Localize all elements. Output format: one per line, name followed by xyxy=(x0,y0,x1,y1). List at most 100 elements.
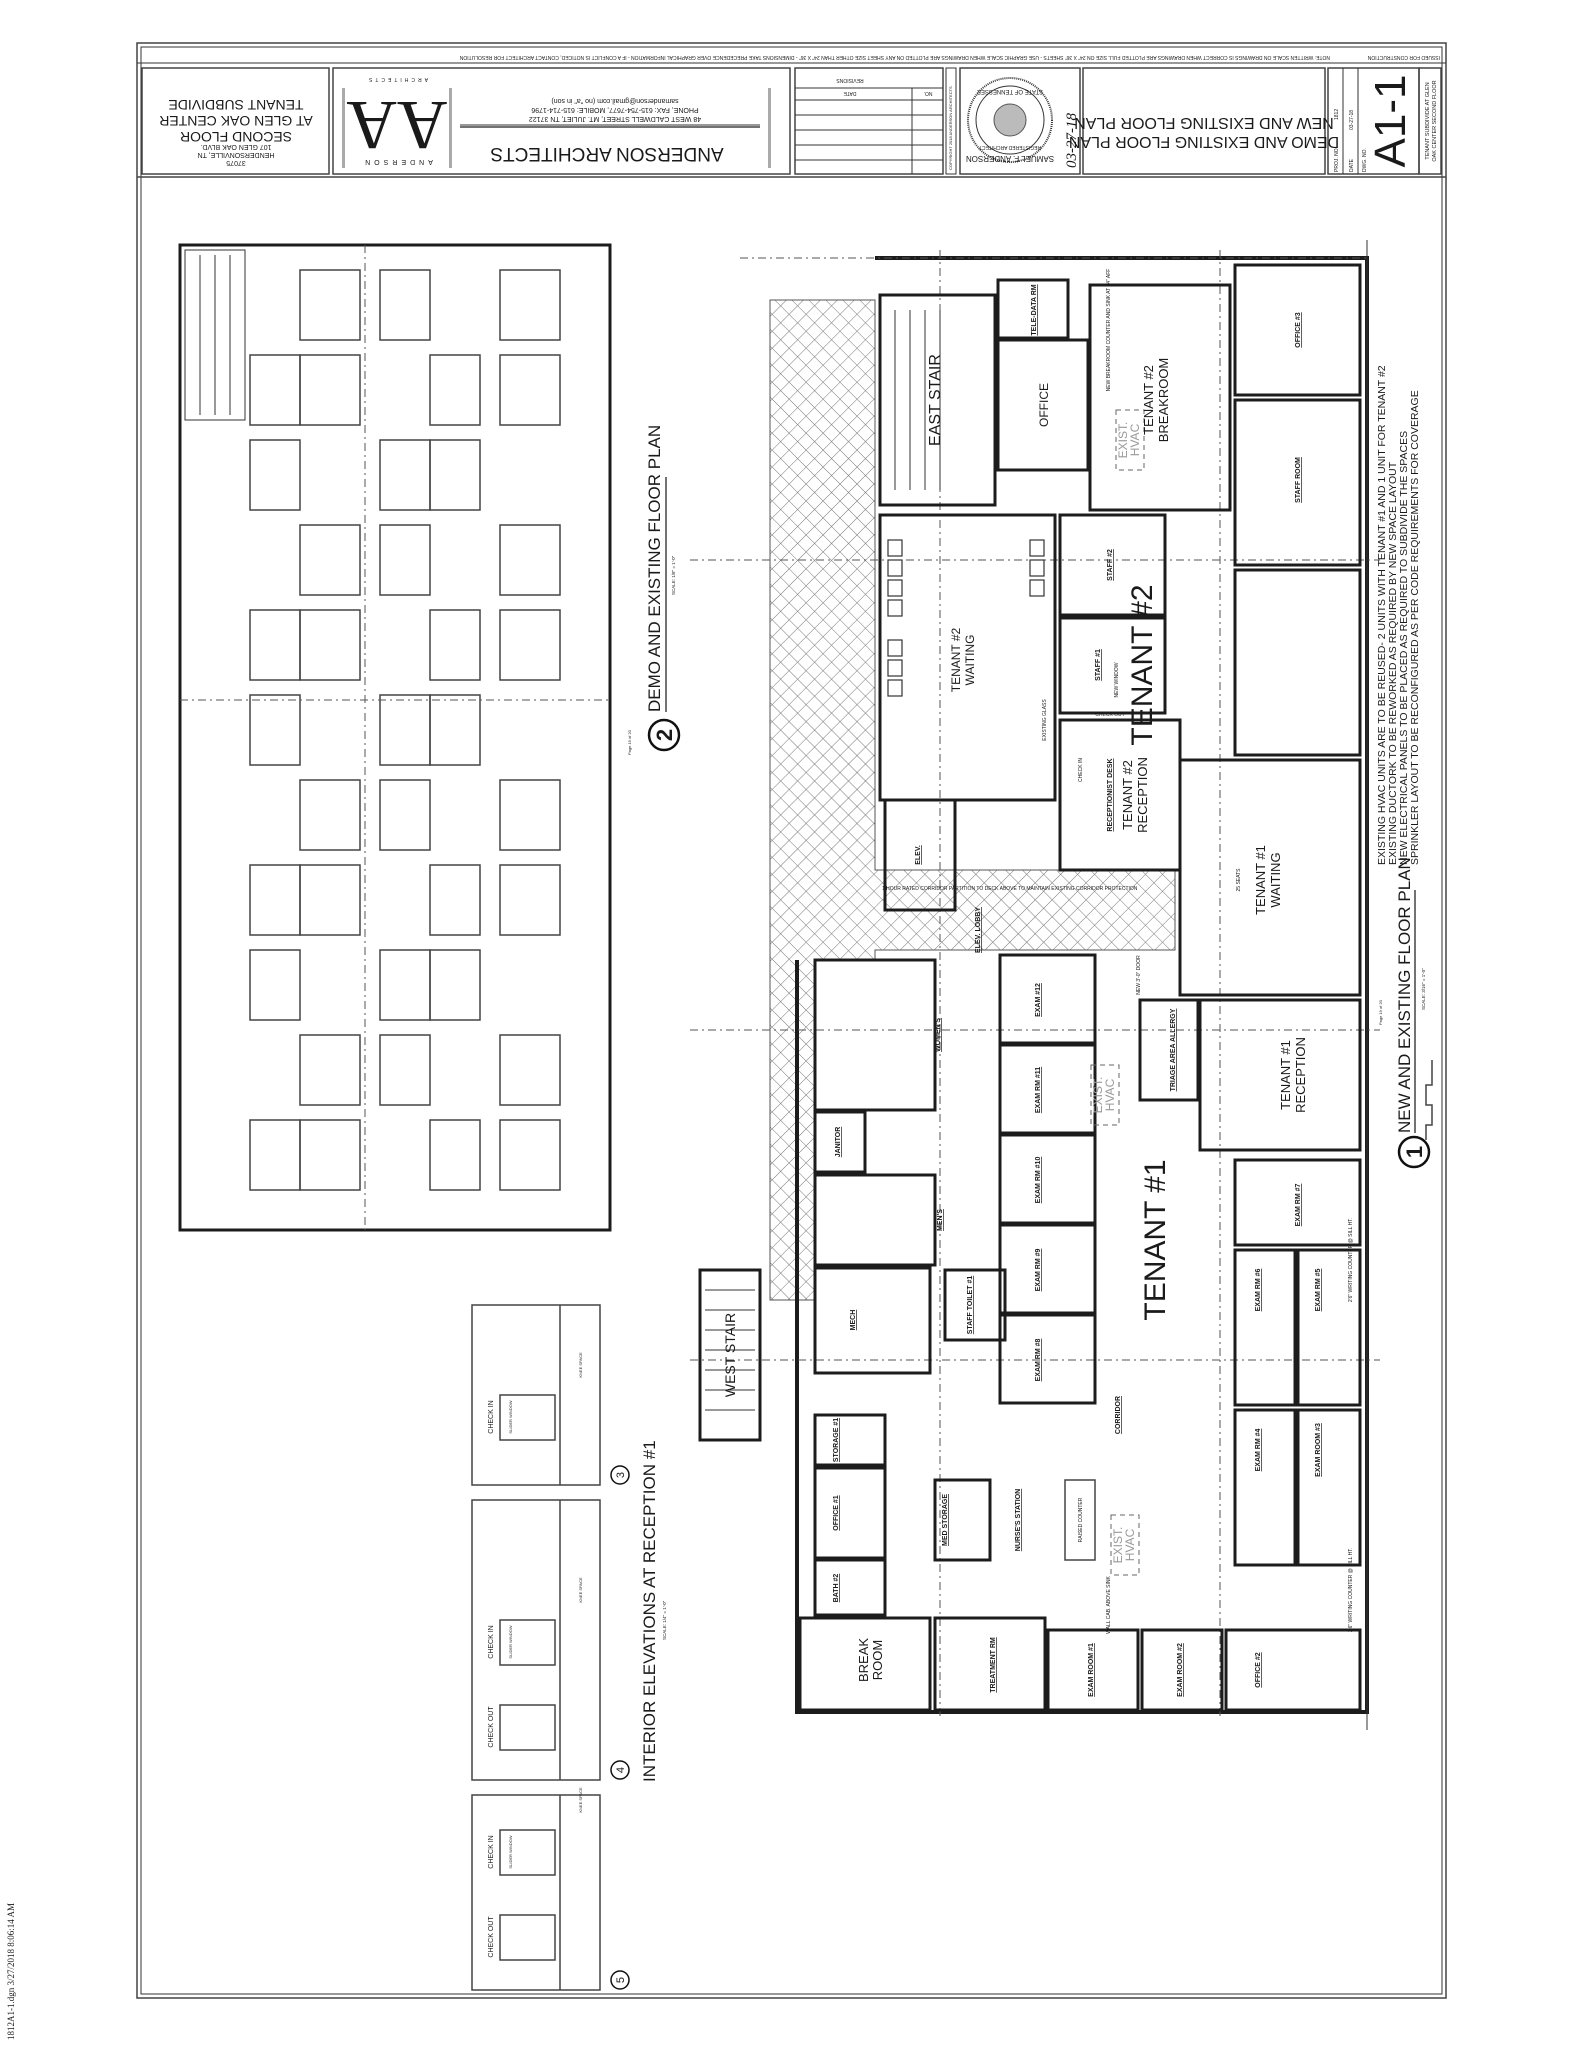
room-janitor xyxy=(813,1110,867,1174)
svg-text:NEW WINDOW: NEW WINDOW xyxy=(1114,662,1120,697)
svg-text:MED STORAGE: MED STORAGE xyxy=(942,1494,949,1546)
svg-text:EXAM #12: EXAM #12 xyxy=(1035,983,1042,1017)
seal-signature-date: 03-27-18 xyxy=(1064,113,1080,168)
svg-text:WALL CAB. ABOVE SINK: WALL CAB. ABOVE SINK xyxy=(1106,1575,1112,1633)
demo-room xyxy=(429,354,481,426)
svg-text:STORAGE #1: STORAGE #1 xyxy=(833,1418,840,1462)
demo-room xyxy=(299,269,361,341)
new-floor-plan xyxy=(690,240,1380,1730)
svg-text:RECEPTIONIST DESK: RECEPTIONIST DESK xyxy=(1107,758,1114,831)
svg-text:REGISTERED ARCHITECT: REGISTERED ARCHITECT xyxy=(979,144,1041,150)
svg-text:EXAM RM #4: EXAM RM #4 xyxy=(1255,1429,1262,1472)
exam-room xyxy=(998,1043,1097,1135)
room-waiting-2 xyxy=(878,513,1057,802)
demo-room xyxy=(499,864,561,936)
room-tele-data xyxy=(996,278,1070,340)
firm-phone: PHONE, FAX: 615-754-7677, MOBILE: 615-71… xyxy=(531,106,698,113)
room-break-room xyxy=(798,1616,932,1712)
svg-text:MECH: MECH xyxy=(850,1310,857,1331)
demo-room xyxy=(249,694,301,766)
demo-room xyxy=(249,864,301,936)
demo-room xyxy=(379,949,431,1021)
elevation-marker xyxy=(610,1970,630,1990)
svg-text:RAISED COUNTER: RAISED COUNTER xyxy=(1078,1497,1084,1542)
svg-text:WOMEN'S: WOMEN'S xyxy=(935,1018,942,1052)
room-med-storage xyxy=(933,1478,992,1562)
demo-room xyxy=(249,609,301,681)
svg-text:EXAM RM #11: EXAM RM #11 xyxy=(1035,1067,1042,1113)
plan-1-labels: TENANT #2 TENANT #1 EAST STAIR OFFICE TE… xyxy=(722,269,1354,1697)
firm-address: 48 WEST CALDWELL STREET, MT. JULIET, TN … xyxy=(529,115,701,122)
demo-room xyxy=(379,1034,431,1106)
demo-room xyxy=(299,609,361,681)
elevation-number: 4 xyxy=(615,1767,627,1773)
exam-room xyxy=(1296,1248,1362,1407)
svg-text:BREAK: BREAK xyxy=(856,1638,871,1682)
svg-text:NEW BREAKROOM COUNTER AND SINK: NEW BREAKROOM COUNTER AND SINK AT 34" AF… xyxy=(1106,269,1112,392)
demo-room xyxy=(299,1034,361,1106)
room-staff-2 xyxy=(1058,513,1167,617)
room-tenant-2-space xyxy=(1233,568,1362,757)
svg-text:CHECK OUT: CHECK OUT xyxy=(1095,712,1124,718)
project-line-3: SECOND FLOOR xyxy=(180,129,292,145)
room-office-3 xyxy=(1233,263,1362,397)
demo-room xyxy=(299,354,361,426)
exam-room xyxy=(998,1133,1097,1225)
plan-1-title: NEW AND EXISTING FLOOR PLAN xyxy=(1395,857,1414,1133)
revisions-no-header: NO. xyxy=(924,90,933,96)
office-label: OFFICE xyxy=(1037,383,1051,427)
demo-room xyxy=(379,694,431,766)
svg-text:STATE OF TENNESSEE: STATE OF TENNESSEE xyxy=(977,88,1043,94)
sheet-border xyxy=(136,42,1447,1999)
demo-room xyxy=(499,354,561,426)
demo-room xyxy=(429,864,481,936)
anderson-logo: AA ANDERSON ARCHITECTS xyxy=(346,76,448,165)
dwg-no-label: DWG. NO. xyxy=(1362,148,1368,172)
check-in-label: CHECK IN xyxy=(488,1835,495,1868)
tenant-2-label: TENANT #2 xyxy=(1126,584,1159,745)
room-office-1 xyxy=(813,1466,887,1560)
demo-room xyxy=(299,524,361,596)
room-waiting-1 xyxy=(1178,758,1362,997)
slider-window-label: SLIDER WINDOW xyxy=(508,1835,513,1868)
check-out-label: CHECK OUT xyxy=(488,1916,495,1958)
demo-room xyxy=(429,609,481,681)
revisions-table: REVISIONS DATE NO. xyxy=(794,67,944,175)
demo-room xyxy=(249,949,301,1021)
svg-text:BREAKROOM: BREAKROOM xyxy=(1156,358,1171,443)
knee-space-label: KNEE SPACE xyxy=(578,1352,583,1378)
room-exam-room-1 xyxy=(1046,1628,1140,1712)
common-corridor-hatch xyxy=(769,299,1176,1301)
elevations-title-text: INTERIOR ELEVATIONS AT RECEPTION #1 xyxy=(640,1440,659,1782)
svg-text:JANITOR: JANITOR xyxy=(835,1127,842,1158)
svg-text:TENANT #2: TENANT #2 xyxy=(1141,365,1156,435)
demo-room xyxy=(499,269,561,341)
plan-1-marker xyxy=(1397,1135,1431,1169)
project-line-2: AT GLEN OAK CENTER xyxy=(159,113,313,129)
demo-room xyxy=(299,864,361,936)
svg-text:ELEV. LOBBY: ELEV. LOBBY xyxy=(975,907,982,953)
proj-no-label: PROJ. NO. xyxy=(1334,147,1340,172)
demo-room xyxy=(249,1119,301,1191)
room-triage xyxy=(1138,998,1200,1102)
demo-room xyxy=(499,524,561,596)
revisions-label: REVISIONS xyxy=(836,77,864,83)
demo-room xyxy=(249,439,301,511)
room-storage xyxy=(813,1413,887,1467)
sheet-number: A1-1 xyxy=(1366,75,1415,168)
note-4: SPRINKLER LAYOUT TO BE RECONFIGURED AS P… xyxy=(1409,390,1421,865)
exam-room xyxy=(998,1223,1097,1315)
svg-text:EXAM RM #9: EXAM RM #9 xyxy=(1035,1249,1042,1292)
svg-text:25 SEATS: 25 SEATS xyxy=(1236,868,1242,892)
svg-text:STAFF ROOM: STAFF ROOM xyxy=(1295,457,1302,503)
demo-floor-plan xyxy=(178,243,612,1232)
elevation-number: 3 xyxy=(615,1472,627,1478)
date-value: 03-27-18 xyxy=(1349,110,1355,130)
exam-room xyxy=(998,1313,1097,1405)
plan-2-marker xyxy=(647,718,681,752)
svg-text:EXAM RM #10: EXAM RM #10 xyxy=(1035,1157,1042,1204)
